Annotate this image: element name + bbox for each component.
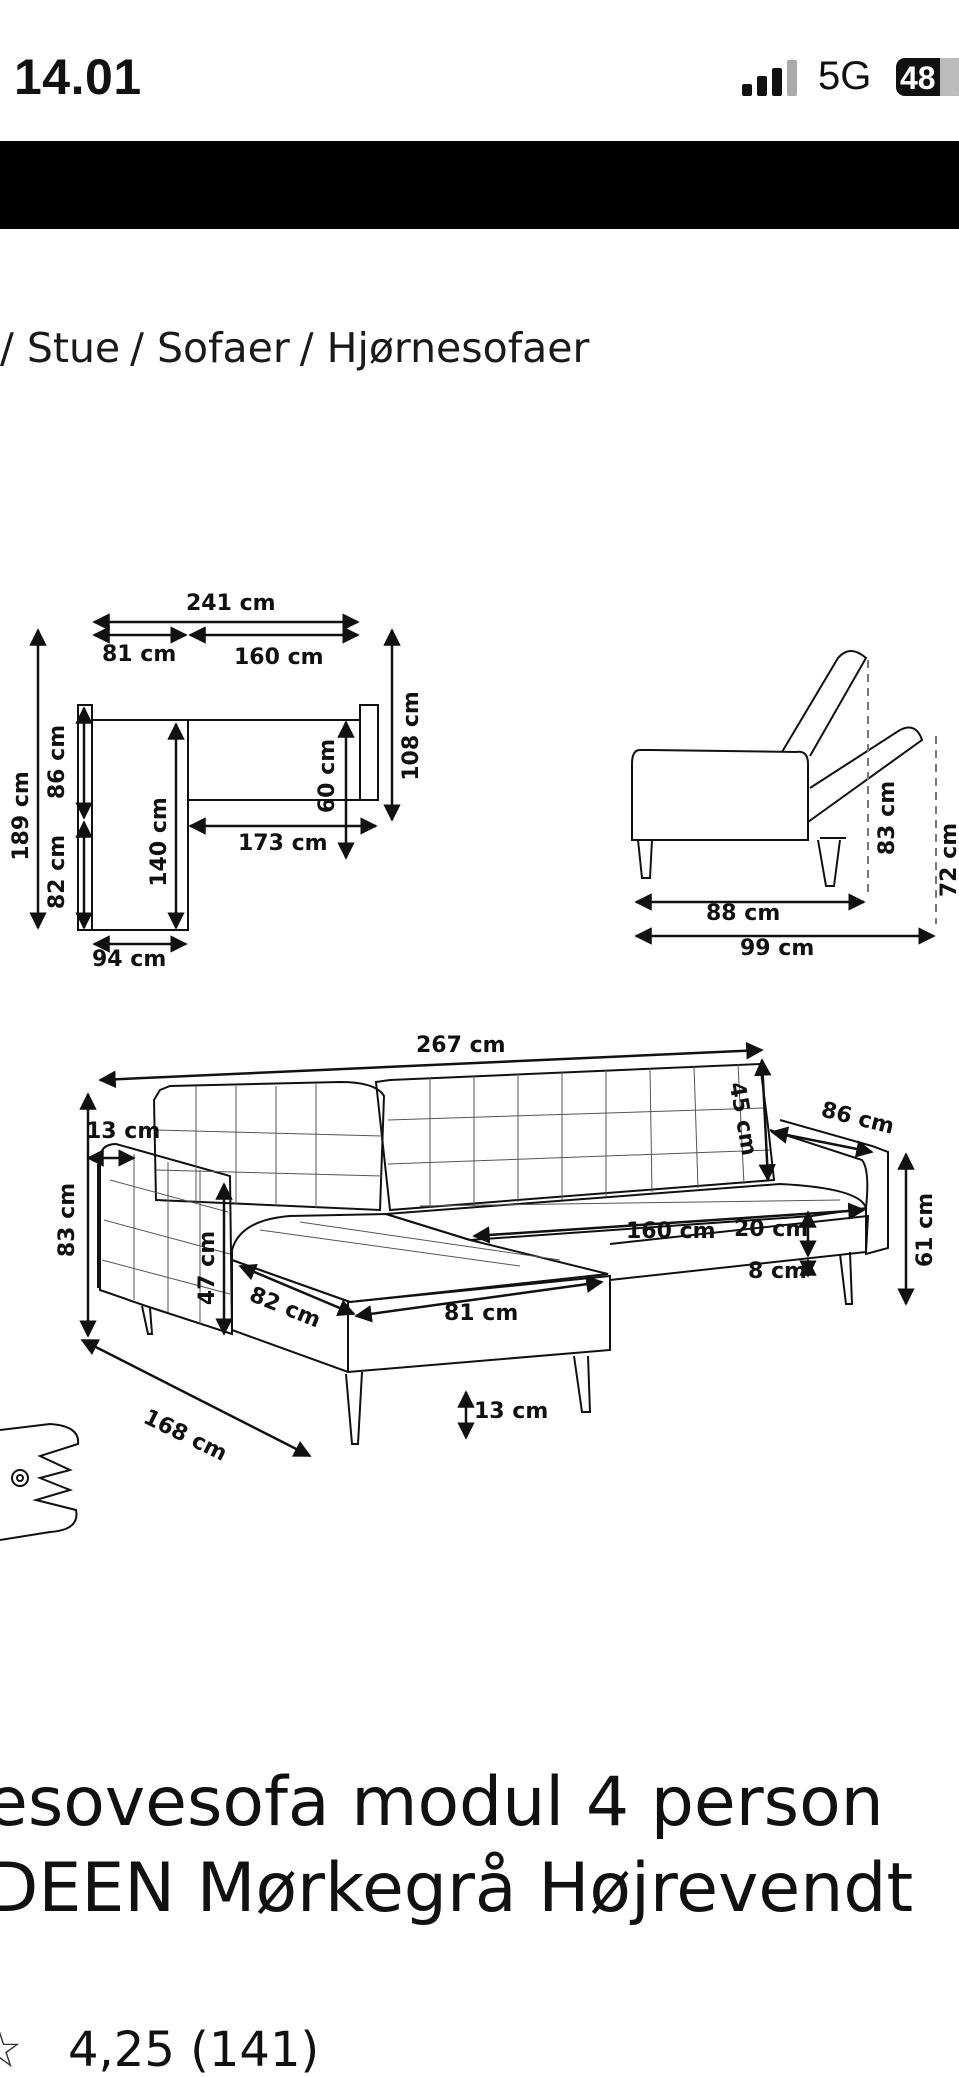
side-view-drawing [631,650,924,887]
clock: 14.01 [14,49,142,105]
dim-side-reclined-depth: 99 cm [740,936,814,961]
star-icon: ☆ [0,2020,23,2077]
product-dimension-image[interactable]: 241 cm 81 cm 160 cm 189 cm 86 cm 82 cm 1… [0,560,959,1560]
dim-persp-base: 8 cm [748,1259,807,1284]
status-bar: 14.01 5G 48 [0,0,959,140]
dim-persp-total-width: 267 cm [416,1033,506,1058]
rating-value: 4,25 (141) [68,2022,320,2077]
dim-top-right-depth: 108 cm [399,691,424,781]
breadcrumb: / Stue/ Sofaer/ Hjørnesofaer [0,324,599,372]
dim-persp-seat-width: 160 cm [626,1219,716,1244]
dim-top-chaise-width: 81 cm [102,642,176,667]
dim-top-total-depth: 189 cm [9,771,34,861]
dim-persp-leg-height: 13 cm [474,1399,548,1424]
product-title-line-1: esovesofa modul 4 person [0,1763,884,1842]
dim-persp-chaise-width: 81 cm [444,1301,518,1326]
hardware-detail-icon [0,1422,80,1541]
dim-side-height: 83 cm [875,781,900,855]
breadcrumb-link-hjornesofaer[interactable]: / Hjørnesofaer [299,324,590,372]
dim-top-back-depth: 86 cm [45,725,70,799]
dim-persp-back-height: 45 cm [724,1080,762,1157]
dim-top-chaise-front: 94 cm [92,947,166,972]
dim-persp-seat-thickness: 20 cm [734,1217,808,1242]
network-type: 5G [818,54,872,98]
product-title: esovesofa modul 4 person DEEN Mørkegrå H… [0,1760,913,1932]
dim-top-seat-depth: 60 cm [315,739,340,813]
dim-top-front-width: 173 cm [238,831,328,856]
dim-persp-total-height: 83 cm [55,1183,80,1257]
dim-top-seat-width: 160 cm [234,645,324,670]
dim-persp-total-length: 168 cm [139,1405,230,1467]
product-rating[interactable]: ☆ 4,25 (141) [0,2020,959,2077]
battery-icon: 48 [896,58,959,96]
dim-top-chaise-extension: 82 cm [45,835,70,909]
battery-level: 48 [900,60,936,96]
dim-top-chaise-length: 140 cm [147,797,172,887]
breadcrumb-link-stue[interactable]: / Stue [0,324,121,372]
dim-persp-arm-width: 13 cm [86,1119,160,1144]
dim-persp-seat-height: 61 cm [913,1193,938,1267]
top-view-drawing [77,704,379,931]
signal-strength-icon [742,60,800,96]
dim-side-reclined-height: 72 cm [937,823,959,897]
site-header [0,141,959,229]
dim-persp-arm-height: 47 cm [195,1231,220,1305]
dim-persp-chaise-depth: 82 cm [246,1282,324,1333]
product-title-line-2: DEEN Mørkegrå Højrevendt [0,1849,914,1928]
breadcrumb-link-sofaer[interactable]: / Sofaer [130,324,290,372]
dim-top-total-width: 241 cm [186,591,276,616]
dim-side-seat-depth: 88 cm [706,901,780,926]
